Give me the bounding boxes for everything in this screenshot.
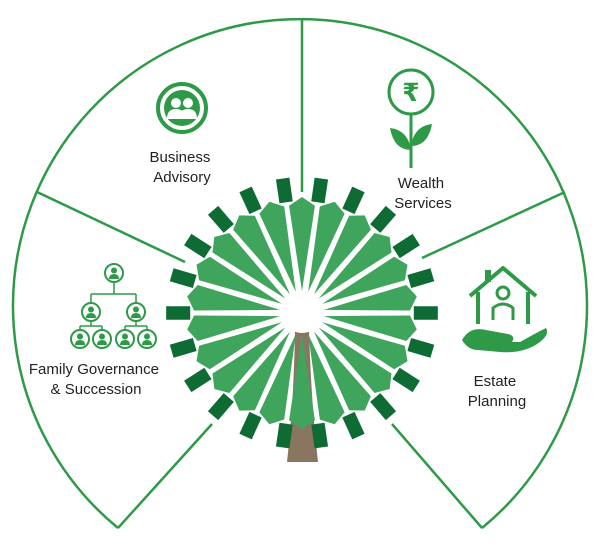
crown-tip (239, 186, 262, 215)
family-governance-label-line1: Family Governance (29, 361, 159, 378)
segment-estate-planning: Estate Planning (462, 266, 548, 410)
crown-tip (207, 393, 234, 421)
wealth-services-label-line1: Wealth (398, 175, 444, 192)
tree-crown (166, 177, 438, 449)
business-advisory-label-line2: Advisory (153, 169, 211, 186)
crown-tip (275, 422, 293, 449)
crown-leaf (187, 284, 281, 311)
crown-leaf (308, 334, 345, 425)
crown-tip (169, 338, 197, 358)
wealth-services-label-line2: Services (394, 195, 452, 212)
crown-tip (413, 306, 438, 320)
crown-tip (342, 186, 365, 215)
person-icon (92, 329, 112, 349)
crown-tip (169, 268, 197, 288)
crown-leaf (212, 233, 286, 299)
rupee-plant-icon: ₹ (387, 68, 435, 168)
crown-leaf (187, 315, 281, 342)
business-advisory-label-line1: Business (149, 149, 210, 166)
segment-business-advisory: Business Advisory (149, 82, 214, 186)
crown-tip (407, 268, 435, 288)
segment-wealth-services: ₹ Wealth Services (387, 68, 452, 212)
estate-planning-label-line1: Estate (474, 373, 517, 390)
crown-leaf (313, 331, 371, 411)
crown-tip (370, 205, 397, 233)
crown-tip (311, 422, 329, 449)
estate-planning-label-line2: Planning (468, 393, 526, 410)
crown-leaf (308, 201, 345, 292)
divider-right (421, 190, 566, 260)
svg-text:Estate Planning: Estate Planning (468, 373, 526, 410)
crown-leaf (196, 322, 282, 370)
svg-text:Family Governance & Succ: Family Governance & Succession (29, 361, 163, 398)
person-icon (137, 329, 157, 349)
person-icon (70, 329, 90, 349)
person-icon (81, 302, 101, 322)
crown-leaf (233, 331, 291, 411)
crown-tip (184, 233, 212, 259)
crown-leaf (323, 315, 417, 342)
crown-leaf (259, 201, 296, 292)
crown-leaf (289, 335, 315, 429)
house-in-hand-icon (462, 266, 548, 353)
segment-family-governance: Family Governance & Succession (29, 263, 163, 398)
outer-arc (11, 17, 589, 529)
crown-tip (370, 393, 397, 421)
svg-text:Business Advisory: Business Advisory (149, 149, 214, 186)
wheel-frame (11, 17, 589, 529)
crown-leaf (318, 327, 392, 393)
crown-tip (184, 367, 212, 393)
crown-tip (392, 233, 420, 259)
crown-leaf (212, 327, 286, 393)
crown-leaf (322, 322, 408, 370)
crown-center (282, 293, 322, 333)
divider-left (36, 190, 186, 264)
crown-tip (275, 177, 293, 204)
person-icon (115, 329, 135, 349)
divider-bottom-right (391, 423, 483, 529)
divider-bottom-left (117, 423, 213, 529)
svg-text:Wealth Services: Wealth Services (394, 175, 452, 212)
crown-leaf (196, 256, 282, 304)
person-icon (126, 302, 146, 322)
crown-leaf (323, 284, 417, 311)
crown-tip (311, 177, 329, 204)
two-people-icon (156, 82, 208, 134)
family-governance-label-line2: & Succession (51, 381, 142, 398)
person-icon (104, 263, 124, 283)
crown-tip (342, 411, 365, 440)
crown-leaf (318, 233, 392, 299)
crown-tip (392, 367, 420, 393)
crown-leaf (289, 197, 315, 291)
crown-tip (166, 306, 191, 320)
crown-leaf (322, 256, 408, 304)
svg-text:₹: ₹ (402, 78, 419, 107)
crown-tip (239, 411, 262, 440)
crown-leaf (313, 215, 371, 295)
crown-leaf (233, 215, 291, 295)
crown-leaf (259, 334, 296, 425)
crown-tip (407, 338, 435, 358)
crown-tip (207, 205, 234, 233)
family-tree-icon (70, 263, 157, 349)
